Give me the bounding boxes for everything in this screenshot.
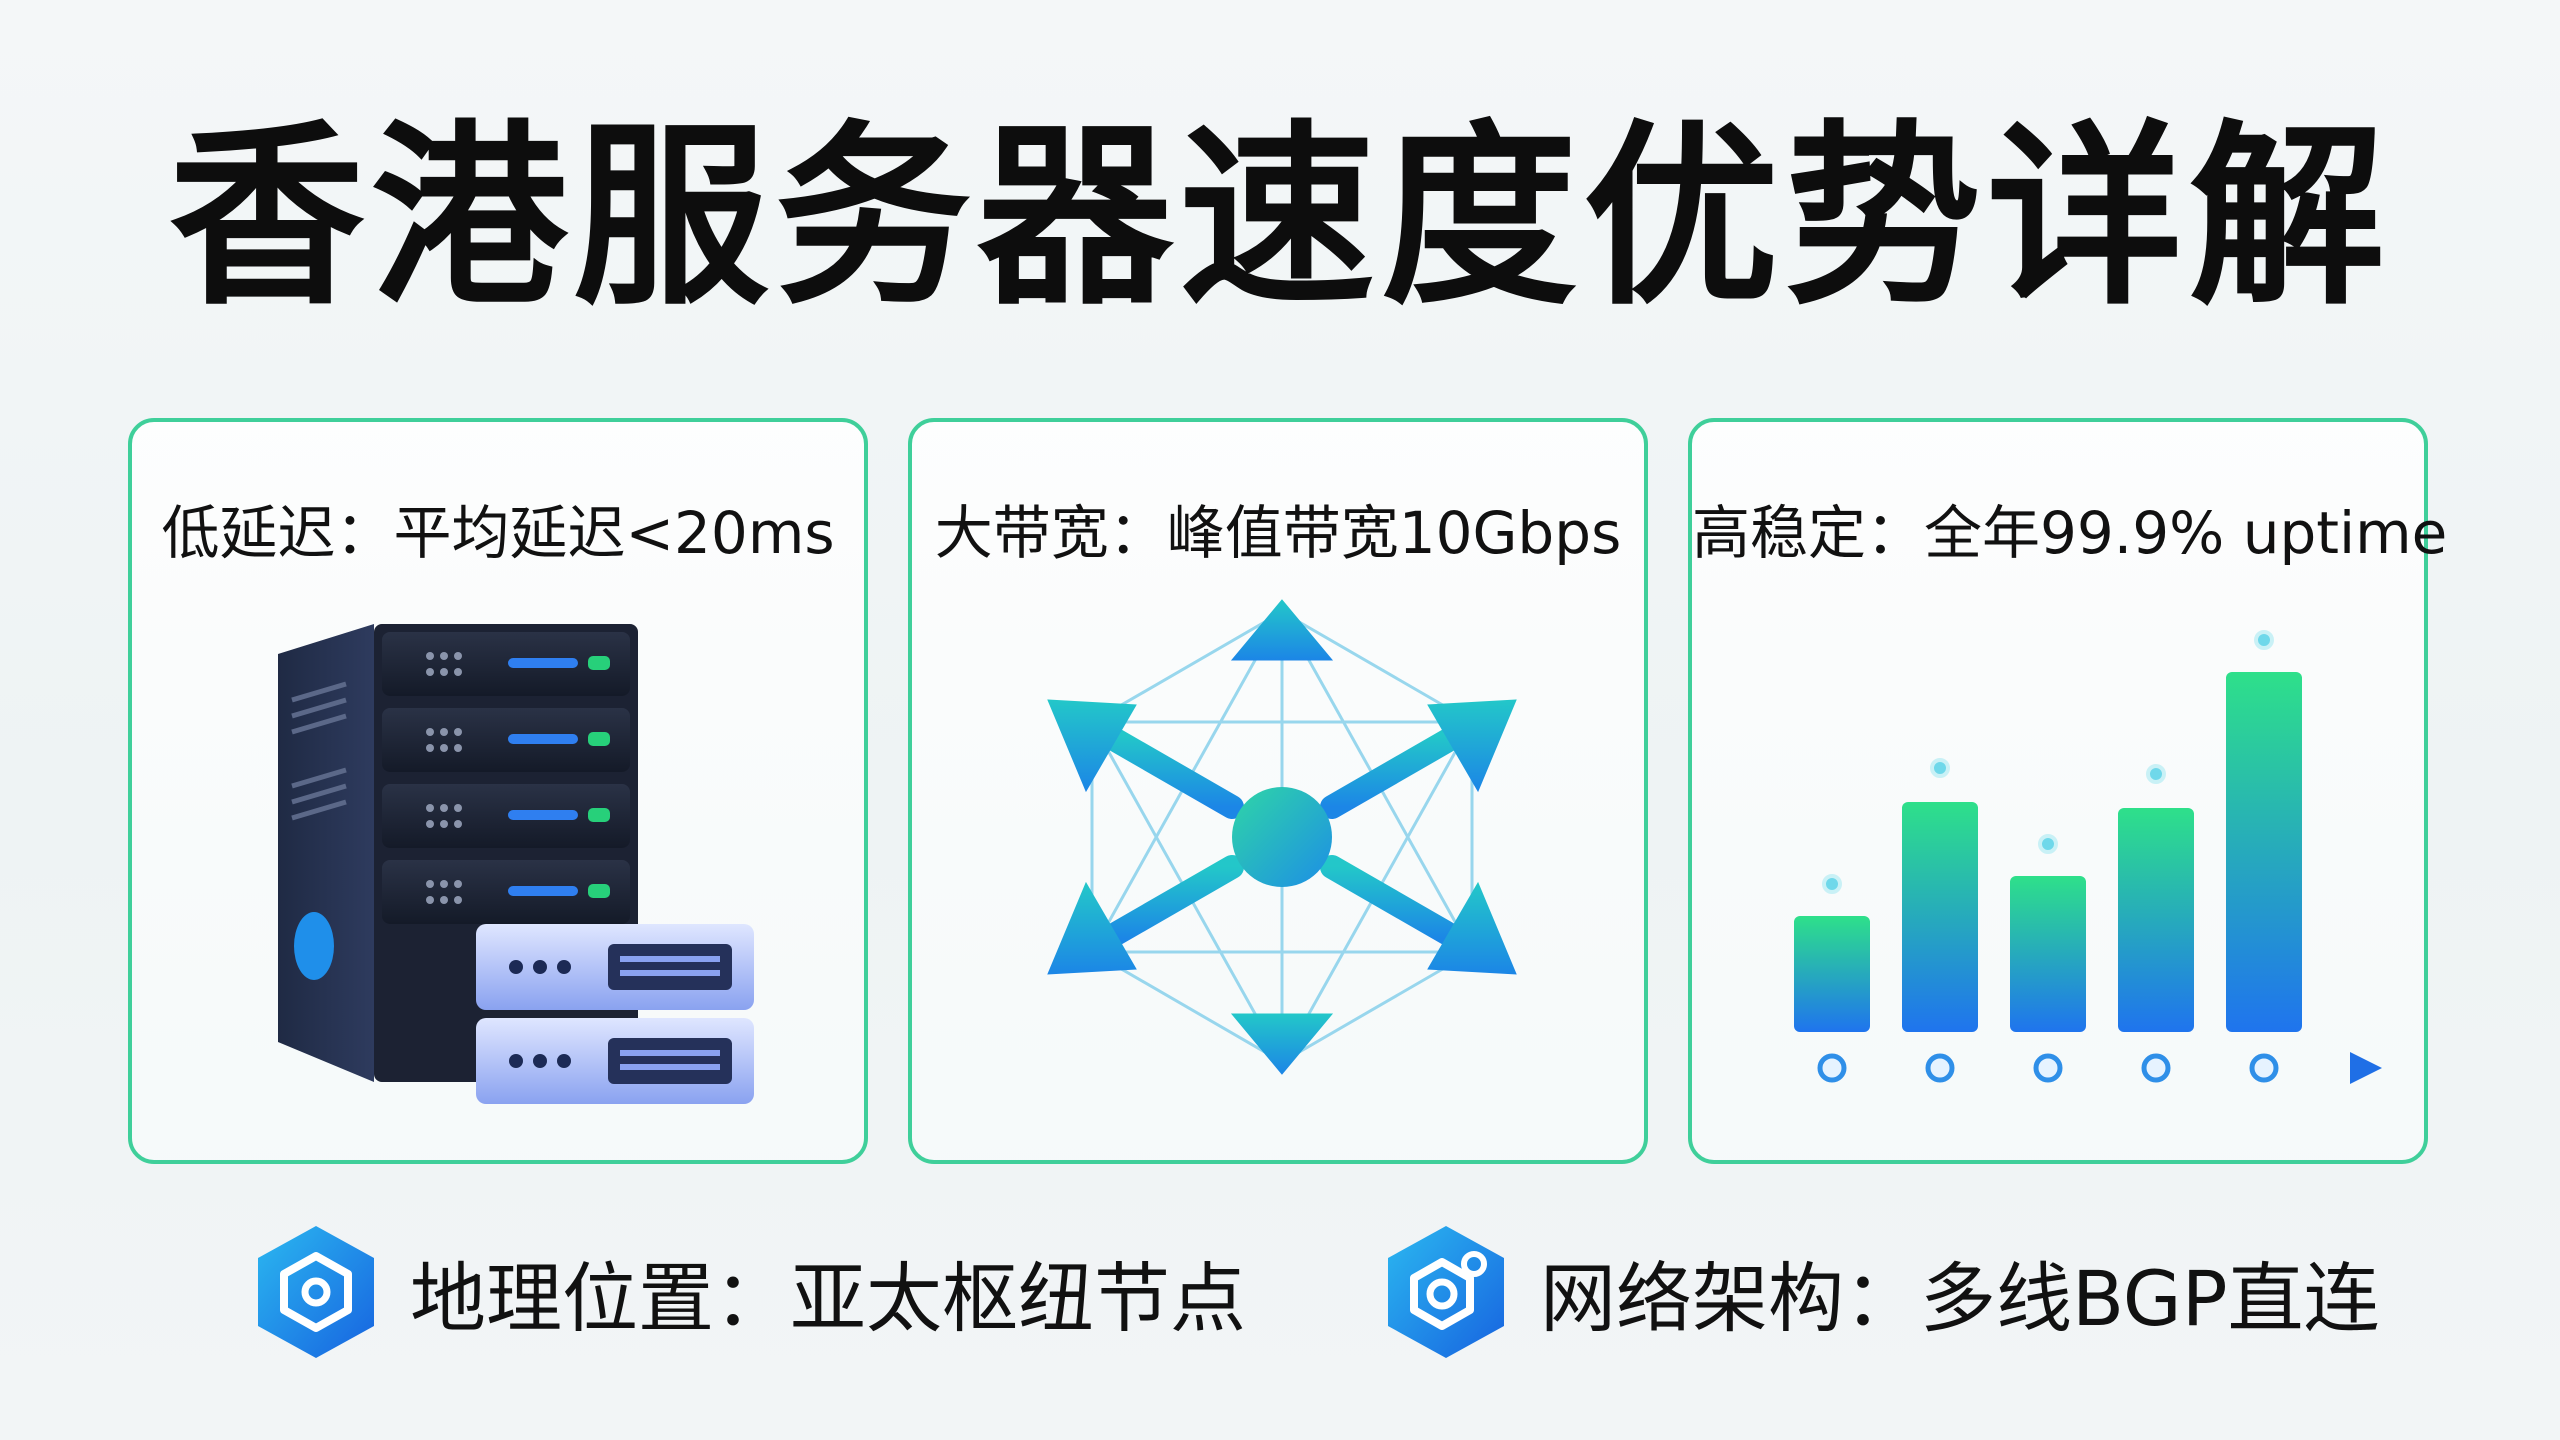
card-label: 高稳定：全年99.9% uptime	[1692, 499, 2448, 567]
location-hex-icon	[258, 1226, 374, 1358]
bar-chart-icon	[1748, 630, 2382, 1084]
card-label: 大带宽：峰值带宽10Gbps	[934, 499, 1622, 567]
page-title: 香港服务器速度优势详解	[168, 104, 2391, 332]
feature-network-architecture: 网络架构：多线BGP直连	[1382, 1222, 2380, 1362]
settings-hex-icon	[1388, 1226, 1504, 1358]
feature-label: 地理位置：亚太枢纽节点	[410, 1254, 1246, 1343]
feature-geo-location: 地理位置：亚太枢纽节点	[252, 1222, 1246, 1362]
card-high-bandwidth: 大带宽：峰值带宽10Gbps	[908, 418, 1648, 1164]
card-low-latency: 低延迟：平均延迟<20ms	[128, 418, 868, 1164]
feature-label: 网络架构：多线BGP直连	[1540, 1254, 2380, 1343]
network-hub-icon	[1047, 599, 1517, 1075]
server-rack-icon	[278, 624, 754, 1104]
card-label: 低延迟：平均延迟<20ms	[161, 499, 835, 567]
card-high-stability: 高稳定：全年99.9% uptime	[1688, 418, 2448, 1164]
